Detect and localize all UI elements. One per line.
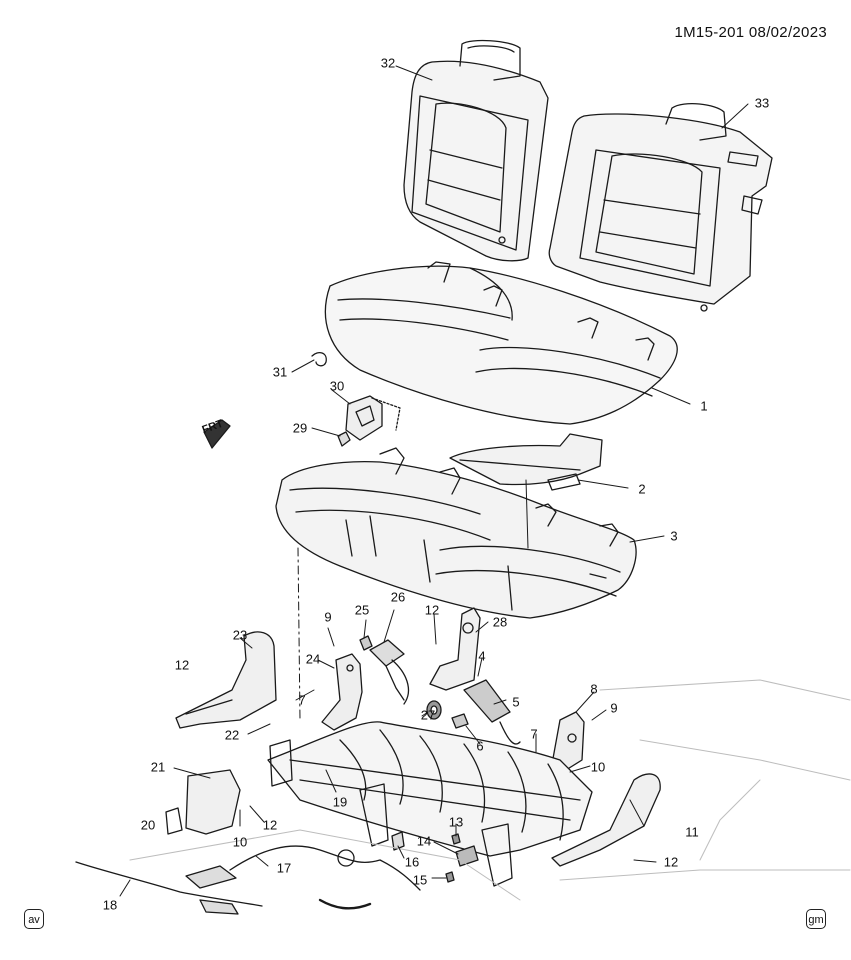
leader-lines xyxy=(119,65,749,897)
callout-24: 24 xyxy=(305,651,321,667)
callout-28: 28 xyxy=(492,614,508,630)
seat-belt-buckle-5 xyxy=(463,679,521,745)
callout-2: 2 xyxy=(638,481,646,497)
av-badge: av xyxy=(24,909,44,929)
side-cover-21 xyxy=(185,769,241,835)
callout-12a: 12 xyxy=(424,602,440,618)
side-cover-11 xyxy=(551,773,661,867)
callout-16: 16 xyxy=(404,854,420,870)
callout-29: 29 xyxy=(292,420,308,436)
callout-5: 5 xyxy=(512,694,520,710)
seat-cushion-pad xyxy=(449,433,603,491)
callout-18: 18 xyxy=(102,897,118,913)
callout-1: 1 xyxy=(700,398,708,414)
gm-logo-badge: gm xyxy=(806,909,826,929)
callout-26: 26 xyxy=(390,589,406,605)
callout-9a: 9 xyxy=(324,609,332,625)
callout-10a: 10 xyxy=(590,759,606,775)
callout-27: 27 xyxy=(420,707,436,723)
hinge-bracket-24 xyxy=(321,653,363,731)
diagram-code-date: 1M15-201 08/02/2023 xyxy=(674,24,827,41)
seat-cushion-cover xyxy=(324,261,678,425)
module-14 xyxy=(455,845,479,867)
callout-12b: 12 xyxy=(174,657,190,673)
front-arrow-icon xyxy=(203,419,231,449)
callout-21: 21 xyxy=(150,759,166,775)
callout-22: 22 xyxy=(224,727,240,743)
callout-6: 6 xyxy=(476,738,484,754)
callout-10b: 10 xyxy=(232,834,248,850)
bolt-25 xyxy=(359,635,373,651)
callout-19: 19 xyxy=(332,794,348,810)
retainer-clip xyxy=(311,351,327,367)
callout-33: 33 xyxy=(754,95,770,111)
callout-32: 32 xyxy=(380,55,396,71)
callout-14: 14 xyxy=(416,833,432,849)
callout-9b: 9 xyxy=(610,700,618,716)
callout-13: 13 xyxy=(448,814,464,830)
fastener-15 xyxy=(445,871,455,883)
side-bracket-28 xyxy=(429,607,481,691)
seat-cushion-frame xyxy=(275,447,637,619)
callout-12d: 12 xyxy=(663,854,679,870)
seat-back-left xyxy=(403,39,549,262)
vehicle-floor-background xyxy=(129,679,851,901)
side-cover-23 xyxy=(175,631,277,729)
callout-7b: 7 xyxy=(530,726,538,742)
wiring-harness-18 xyxy=(75,861,372,915)
callout-12c: 12 xyxy=(262,817,278,833)
callout-7a: 7 xyxy=(298,692,306,708)
wiring-harness-17 xyxy=(185,845,421,891)
anchor-bracket xyxy=(345,395,401,441)
callout-3: 3 xyxy=(670,528,678,544)
callout-8: 8 xyxy=(590,681,598,697)
bushing-27 xyxy=(426,700,442,720)
seat-belt-buckle-26 xyxy=(369,639,409,705)
cap-20 xyxy=(165,807,183,835)
fastener-29 xyxy=(337,431,351,447)
seat-back-right xyxy=(548,102,773,312)
seat-frame-19 xyxy=(267,721,593,887)
callout-25: 25 xyxy=(354,602,370,618)
spacer-6 xyxy=(451,713,469,729)
callout-31: 31 xyxy=(272,364,288,380)
callout-15: 15 xyxy=(412,872,428,888)
callout-23: 23 xyxy=(232,627,248,643)
callout-17: 17 xyxy=(276,860,292,876)
callout-30: 30 xyxy=(329,378,345,394)
alignment-line xyxy=(297,547,301,721)
callout-20: 20 xyxy=(140,817,156,833)
callout-11: 11 xyxy=(685,824,699,840)
callout-4: 4 xyxy=(478,648,486,664)
clip-16 xyxy=(391,831,405,851)
